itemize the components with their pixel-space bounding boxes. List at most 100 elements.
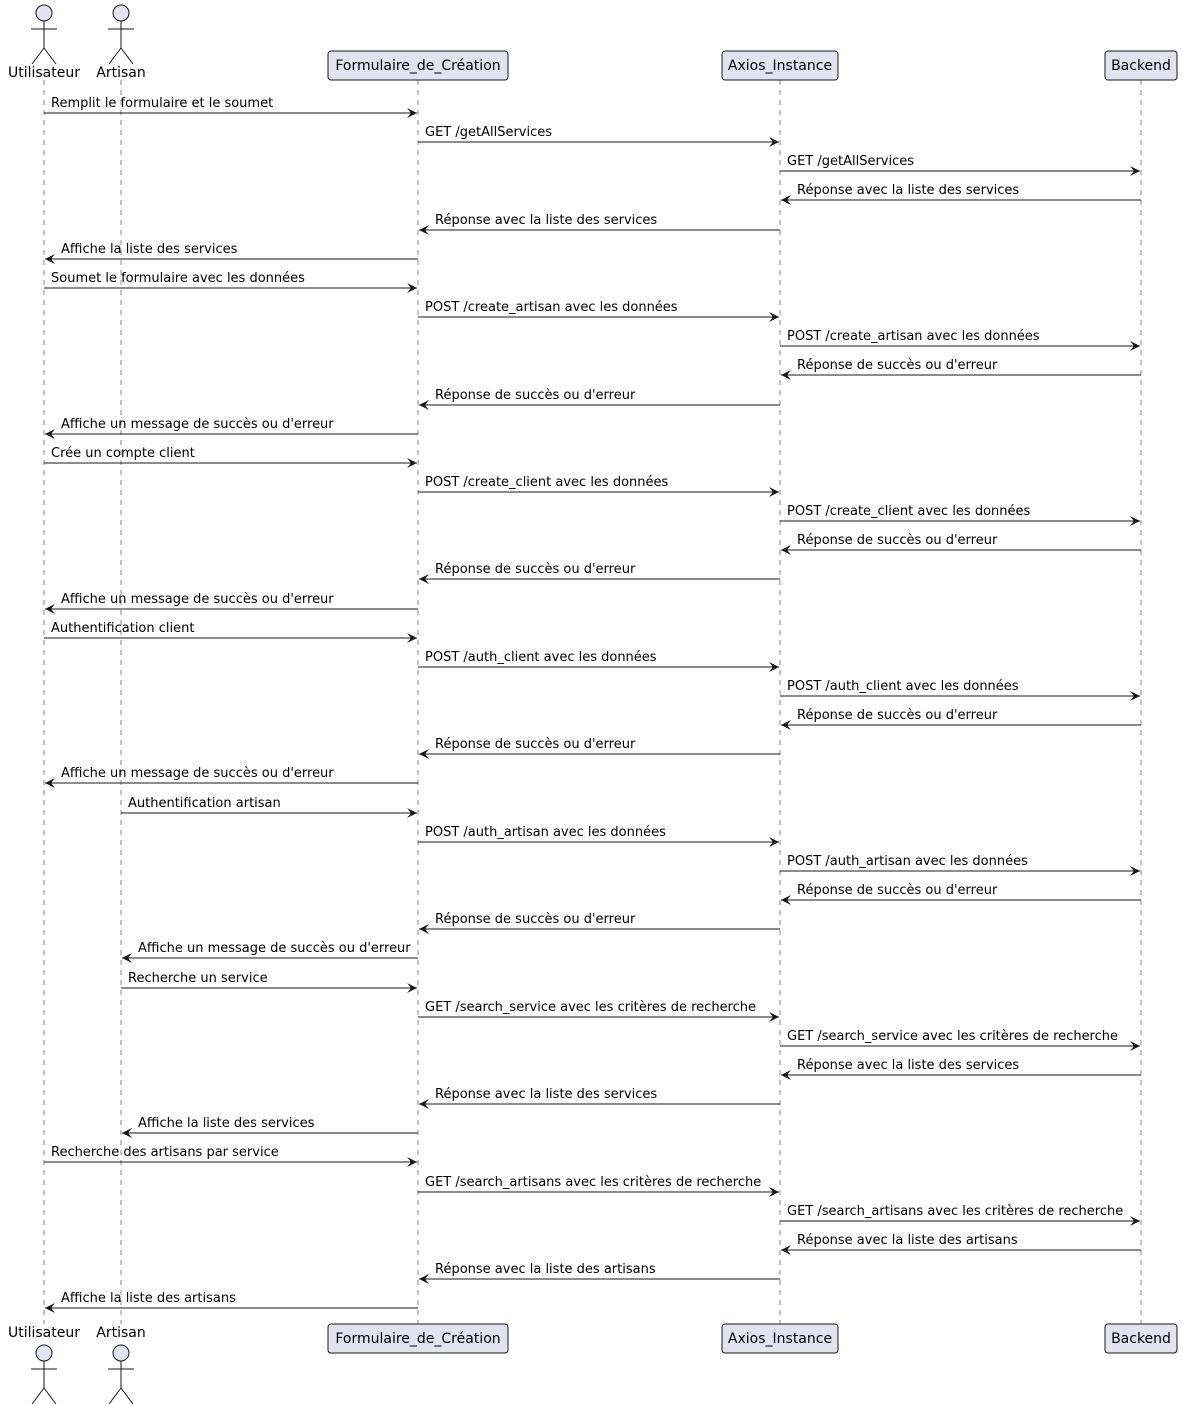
participant-label: Axios_Instance: [728, 1331, 832, 1347]
message-label: Réponse avec la liste des services: [797, 1058, 1019, 1073]
actor-label: Artisan: [96, 1325, 145, 1341]
message-label: Recherche un service: [128, 971, 268, 986]
message-12: Affiche un message de succès ou d'erreur: [45, 417, 418, 439]
message-label: Crée un compte client: [51, 446, 195, 461]
message-label: POST /create_client avec les données: [425, 475, 669, 490]
message-36: Affiche la liste des services: [122, 1116, 418, 1138]
participant-headers-top: Utilisateur Artisan Formulaire_de_Création…: [8, 4, 1178, 81]
message-19: Authentification client: [44, 621, 417, 643]
message-label: POST /auth_artisan avec les données: [787, 854, 1028, 869]
message-label: Réponse avec la liste des artisans: [797, 1233, 1018, 1248]
message-35: Réponse avec la liste des services: [419, 1087, 780, 1109]
actor-figure-icon: [108, 1344, 134, 1404]
message-7: Soumet le formulaire avec les données: [44, 271, 417, 293]
message-41: Réponse avec la liste des artisans: [419, 1262, 780, 1284]
message-40: Réponse avec la liste des artisans: [781, 1233, 1141, 1255]
message-label: Authentification client: [51, 621, 194, 636]
message-13: Crée un compte client: [44, 446, 417, 468]
message-label: POST /create_artisan avec les données: [787, 329, 1040, 344]
message-11: Réponse de succès ou d'erreur: [419, 388, 780, 410]
actor-label: Utilisateur: [8, 1325, 80, 1341]
message-22: Réponse de succès ou d'erreur: [781, 708, 1141, 730]
message-14: POST /create_client avec les données: [418, 475, 779, 497]
message-9: POST /create_artisan avec les données: [780, 329, 1140, 351]
message-label: Réponse avec la liste des artisans: [435, 1262, 656, 1277]
actor-figure-icon: [108, 4, 134, 65]
actor-label: Artisan: [96, 65, 145, 81]
message-label: Affiche la liste des services: [138, 1116, 315, 1131]
message-label: GET /search_artisans avec les critères d…: [425, 1175, 761, 1190]
message-label: Réponse de succès ou d'erreur: [435, 562, 636, 577]
participant-label: Formulaire_de_Création: [335, 58, 500, 74]
participant-formulaire: Formulaire_de_Création: [327, 50, 509, 81]
actor-figure-icon: [31, 4, 57, 65]
actor-utilisateur: Utilisateur: [8, 4, 80, 81]
message-label: Réponse avec la liste des services: [435, 1087, 657, 1102]
message-label: Affiche un message de succès ou d'erreur: [138, 941, 411, 956]
message-label: Réponse de succès ou d'erreur: [797, 708, 998, 723]
message-29: Réponse de succès ou d'erreur: [419, 912, 780, 934]
message-label: Réponse de succès ou d'erreur: [797, 883, 998, 898]
message-37: Recherche des artisans par service: [44, 1145, 417, 1167]
message-4: Réponse avec la liste des services: [781, 183, 1141, 205]
message-20: POST /auth_client avec les données: [418, 650, 779, 672]
message-30: Affiche un message de succès ou d'erreur: [122, 941, 418, 963]
message-label: GET /search_service avec les critères de…: [425, 1000, 756, 1015]
message-label: Réponse de succès ou d'erreur: [797, 358, 998, 373]
participant-box: [721, 50, 839, 81]
actor-label: Utilisateur: [8, 65, 80, 81]
message-15: POST /create_client avec les données: [780, 504, 1140, 526]
participant-label: Formulaire_de_Création: [335, 1331, 500, 1347]
message-label: Réponse avec la liste des services: [435, 213, 657, 228]
message-label: GET /getAllServices: [425, 125, 552, 140]
actor-artisan: Artisan: [96, 4, 146, 81]
message-25: Authentification artisan: [121, 796, 417, 818]
message-24: Affiche un message de succès ou d'erreur: [45, 766, 418, 788]
participant-label: Axios_Instance: [728, 58, 832, 74]
actor-figure-icon: [31, 1344, 57, 1404]
actor-artisan: Artisan: [96, 1325, 146, 1404]
message-label: GET /search_artisans avec les critères d…: [787, 1204, 1123, 1219]
message-31: Recherche un service: [121, 971, 417, 993]
message-label: POST /auth_client avec les données: [787, 679, 1019, 694]
message-label: Recherche des artisans par service: [51, 1145, 279, 1160]
message-label: Affiche un message de succès ou d'erreur: [61, 766, 334, 781]
actor-utilisateur: Utilisateur: [8, 1325, 80, 1404]
message-label: Affiche la liste des artisans: [61, 1291, 236, 1306]
message-label: Réponse de succès ou d'erreur: [797, 533, 998, 548]
message-42: Affiche la liste des artisans: [45, 1291, 418, 1313]
message-1: Remplit le formulaire et le soumet: [44, 96, 417, 118]
message-label: Réponse de succès ou d'erreur: [435, 912, 636, 927]
participant-axios: Axios_Instance: [721, 1323, 839, 1354]
message-27: POST /auth_artisan avec les données: [780, 854, 1140, 876]
message-label: Affiche un message de succès ou d'erreur: [61, 592, 334, 607]
message-38: GET /search_artisans avec les critères d…: [418, 1175, 779, 1197]
participant-backend: Backend: [1104, 1323, 1178, 1354]
message-label: POST /create_artisan avec les données: [425, 300, 678, 315]
message-label: GET /getAllServices: [787, 154, 914, 169]
message-6: Affiche la liste des services: [45, 242, 418, 264]
message-label: Affiche un message de succès ou d'erreur: [61, 417, 334, 432]
message-label: GET /search_service avec les critères de…: [787, 1029, 1118, 1044]
message-32: GET /search_service avec les critères de…: [418, 1000, 779, 1022]
message-28: Réponse de succès ou d'erreur: [781, 883, 1141, 905]
message-3: GET /getAllServices: [780, 154, 1140, 176]
message-33: GET /search_service avec les critères de…: [780, 1029, 1140, 1051]
message-label: POST /create_client avec les données: [787, 504, 1031, 519]
participant-box: [327, 50, 509, 81]
participant-label: Backend: [1111, 1331, 1171, 1347]
participant-box: [1104, 1323, 1178, 1354]
message-5: Réponse avec la liste des services: [419, 213, 780, 235]
participant-backend: Backend: [1104, 50, 1178, 81]
participant-axios: Axios_Instance: [721, 50, 839, 81]
message-label: Soumet le formulaire avec les données: [51, 271, 305, 286]
message-21: POST /auth_client avec les données: [780, 679, 1140, 701]
participant-box: [721, 1323, 839, 1354]
message-label: Réponse de succès ou d'erreur: [435, 388, 636, 403]
participant-box: [327, 1323, 509, 1354]
message-26: POST /auth_artisan avec les données: [418, 825, 779, 847]
message-label: Réponse avec la liste des services: [797, 183, 1019, 198]
message-18: Affiche un message de succès ou d'erreur: [45, 592, 418, 614]
